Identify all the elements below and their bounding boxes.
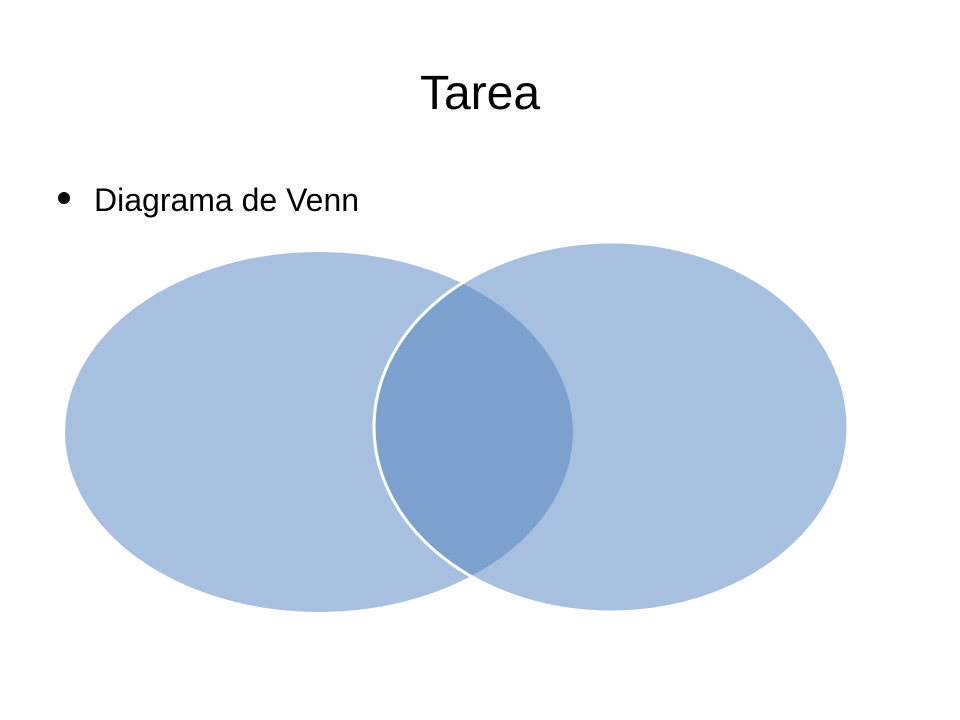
venn-set-right-outline [372,240,850,614]
bullet-item: Diagrama de Venn [58,178,359,222]
bullet-text: Diagrama de Venn [94,182,360,218]
venn-overlap [374,252,573,612]
bullet-list: Diagrama de Venn [58,178,359,222]
bullet-dot-icon [58,192,70,204]
slide-title: Tarea [419,67,541,120]
